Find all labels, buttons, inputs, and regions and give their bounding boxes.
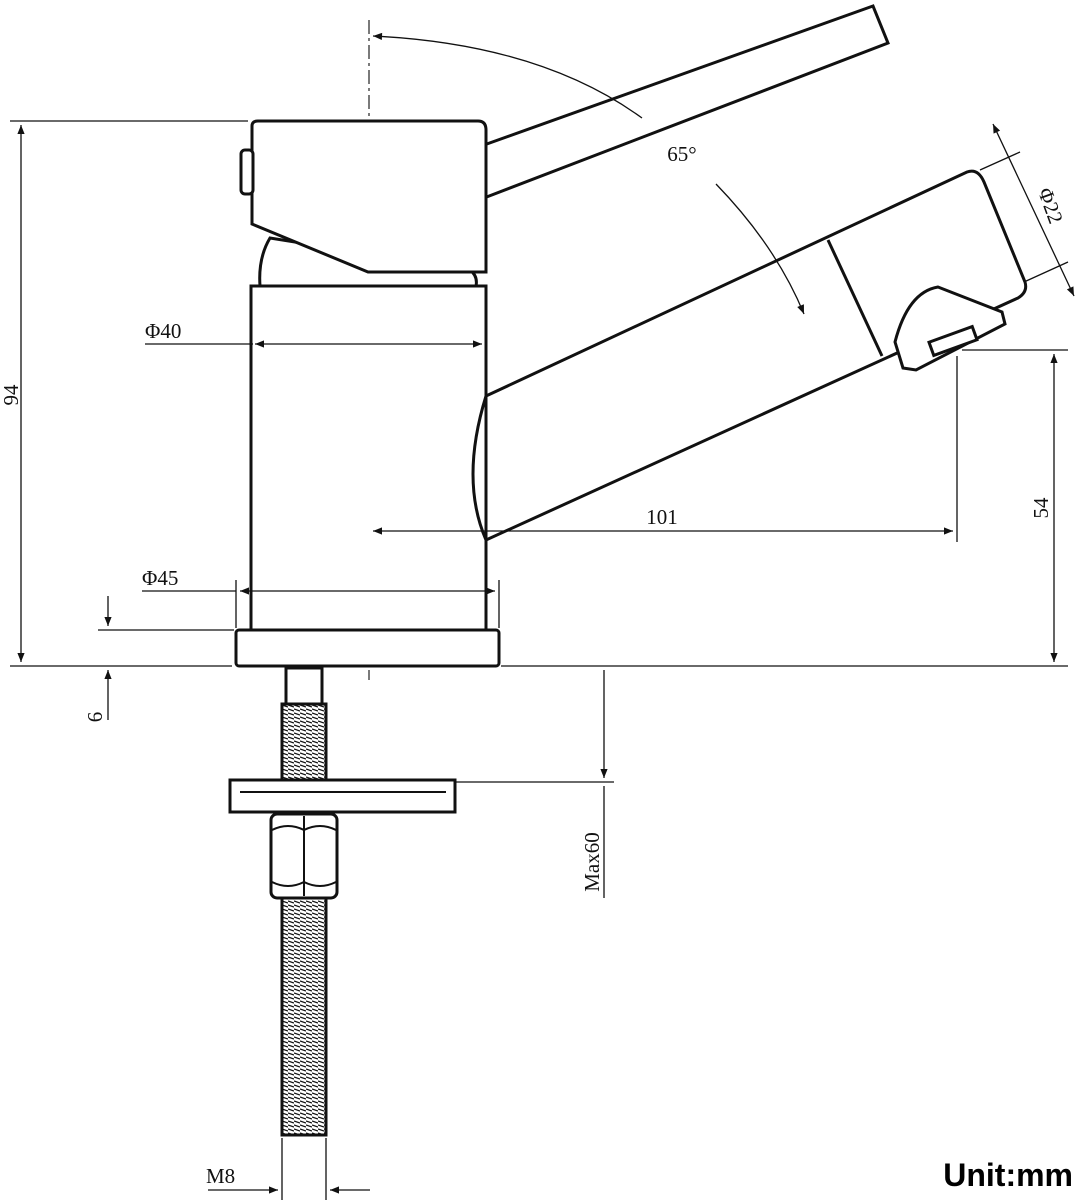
dimension-body-diameter: Φ40 bbox=[145, 319, 482, 348]
dimension-thread-size: M8 bbox=[206, 1138, 370, 1200]
faucet-body bbox=[234, 284, 501, 668]
dimension-label-phi45: Φ45 bbox=[142, 566, 178, 590]
dimension-spout-height: 54 bbox=[501, 349, 1068, 667]
dimension-base-thickness: 6 bbox=[83, 596, 234, 722]
dimension-label-6: 6 bbox=[83, 712, 107, 723]
dimension-label-101: 101 bbox=[646, 505, 678, 529]
mounting-washer bbox=[228, 778, 457, 814]
dimension-label-m8: M8 bbox=[206, 1164, 235, 1188]
dimension-max-counter-thickness: Max60 bbox=[455, 670, 614, 898]
dimension-spout-reach: 101 bbox=[373, 356, 958, 542]
dimension-label-max60: Max60 bbox=[580, 832, 604, 892]
spout bbox=[471, 169, 1028, 542]
mounting-stud bbox=[280, 666, 328, 1137]
dimension-base-diameter: Φ45 bbox=[142, 566, 500, 628]
handle-cartridge-block bbox=[239, 119, 488, 288]
dimension-lever-angle: 65° bbox=[372, 32, 805, 315]
lever-handle bbox=[482, 4, 890, 201]
dimension-total-height: 94 bbox=[0, 120, 248, 667]
mounting-nut bbox=[269, 812, 339, 900]
dimension-label-65-degrees: 65° bbox=[667, 142, 696, 166]
dimension-label-54: 54 bbox=[1029, 497, 1053, 519]
unit-label: Unit:mm bbox=[943, 1157, 1073, 1193]
dimension-label-94: 94 bbox=[0, 384, 23, 406]
dimension-label-phi40: Φ40 bbox=[145, 319, 181, 343]
